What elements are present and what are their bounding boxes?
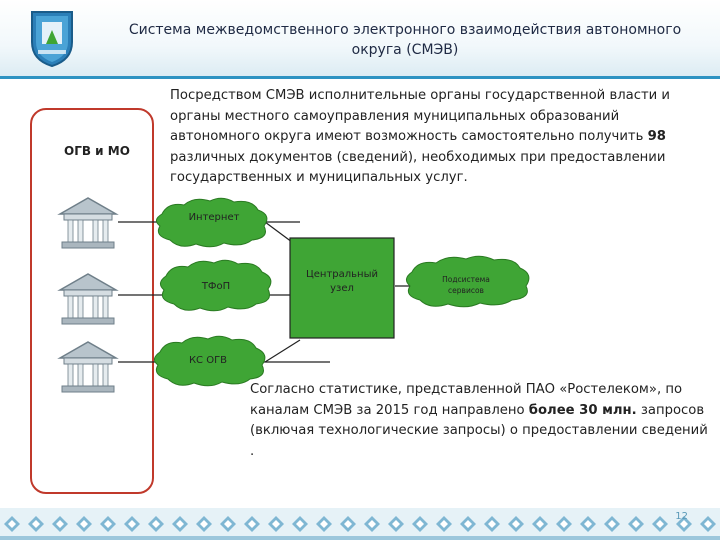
documents-count: 98 xyxy=(647,129,666,144)
coat-of-arms-icon xyxy=(31,11,73,68)
services-cloud xyxy=(406,255,530,308)
tfop-label: ТФоП xyxy=(201,281,231,292)
title-line-2: округа (СМЭВ) xyxy=(351,42,459,58)
page-number: 12 xyxy=(675,511,688,522)
ogv-mo-panel xyxy=(30,108,154,494)
statistics-paragraph: Согласно статистике, представленной ПАО … xyxy=(250,380,712,462)
requests-count: более 30 млн. xyxy=(528,402,637,418)
government-building-icon xyxy=(57,273,119,325)
central-node-line-2: узел xyxy=(330,283,354,294)
intro-text-start: Посредством СМЭВ исполнительные органы г… xyxy=(170,88,670,144)
page-title: Система межведомственного электронного в… xyxy=(100,20,710,60)
internet-cloud xyxy=(156,197,268,248)
government-building-icon xyxy=(57,341,119,393)
title-line-1: Система межведомственного электронного в… xyxy=(128,22,682,38)
ks-ogv-cloud xyxy=(154,335,266,387)
slide-header xyxy=(0,0,720,76)
ornament-border-icon xyxy=(0,508,720,540)
services-label: Подсистема сервисов xyxy=(412,274,520,296)
central-node-label: Центральный узел xyxy=(290,268,394,296)
central-node-line-1: Центральный xyxy=(306,269,378,280)
services-line-2: сервисов xyxy=(448,286,484,295)
stats-text-start: Согласно статистике, представленной ПАО … xyxy=(250,382,683,418)
central-node-box xyxy=(289,237,395,339)
tfop-cloud xyxy=(160,259,272,312)
stats-text-end: запросов (включая технологические запрос… xyxy=(250,402,708,459)
government-building-icon xyxy=(57,197,119,249)
intro-paragraph: Посредством СМЭВ исполнительные органы г… xyxy=(170,86,710,189)
header-divider xyxy=(0,76,720,79)
services-line-1: Подсистема xyxy=(442,275,490,284)
connector-ksogv-center xyxy=(264,339,301,363)
intro-text-end: различных документов (сведений), необход… xyxy=(170,149,666,186)
slide-footer xyxy=(0,508,720,540)
internet-label: Интернет xyxy=(188,212,240,223)
ogv-mo-label: ОГВ и МО xyxy=(64,144,130,158)
ks-ogv-label: КС ОГВ xyxy=(188,355,228,366)
